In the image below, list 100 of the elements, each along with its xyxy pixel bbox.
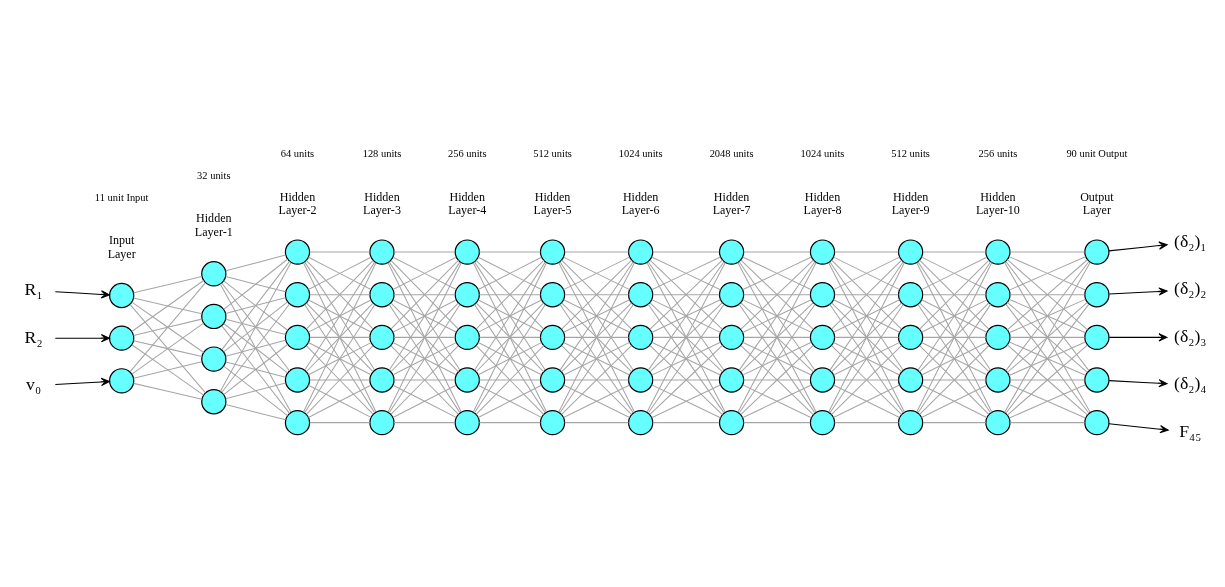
- connector: [834, 336, 900, 338]
- connector: [922, 422, 987, 424]
- connector: [1006, 344, 1088, 416]
- connector: [304, 261, 376, 371]
- connector: [651, 256, 721, 291]
- connector: [133, 340, 203, 357]
- connector: [652, 336, 720, 338]
- node-circle: [897, 409, 924, 436]
- connector: [743, 422, 811, 424]
- connector: [1009, 422, 1086, 424]
- connector: [309, 422, 371, 424]
- node-text: R₁: [24, 279, 43, 300]
- connector: [131, 301, 205, 353]
- node-circle: [809, 239, 836, 265]
- node-circle: [109, 368, 135, 394]
- connector: [129, 282, 206, 373]
- connector: [390, 345, 459, 415]
- arrow: [1108, 241, 1168, 252]
- node-circle: [284, 324, 311, 351]
- label: Hidden Layer-5: [533, 189, 572, 218]
- node-text: (δ₂)₃: [1174, 325, 1207, 346]
- connector: [559, 303, 634, 414]
- label: Hidden Layer-8: [803, 189, 842, 218]
- node-circle: [109, 282, 135, 309]
- node-circle: [985, 367, 1011, 393]
- arrow: [1108, 333, 1168, 342]
- node-circle: [109, 325, 135, 351]
- connector: [223, 301, 289, 353]
- node-circle: [718, 367, 745, 393]
- arrow: [1108, 379, 1168, 388]
- connector: [921, 256, 988, 291]
- connector: [306, 260, 374, 330]
- connector: [1008, 298, 1086, 334]
- node-circle: [1084, 409, 1110, 436]
- connector: [563, 341, 631, 376]
- node-circle: [539, 367, 566, 393]
- node-circle: [985, 282, 1011, 308]
- connector: [738, 303, 816, 414]
- node-circle: [1084, 239, 1110, 265]
- connector: [392, 299, 457, 333]
- node-circle: [1084, 367, 1110, 393]
- connector: [392, 342, 457, 376]
- node-circle: [1084, 324, 1110, 351]
- connector: [473, 304, 546, 414]
- node-text: v₀: [26, 374, 42, 395]
- connector: [1004, 261, 1091, 413]
- connector: [831, 302, 902, 373]
- connector: [393, 422, 456, 424]
- node-circle: [454, 367, 480, 393]
- connector: [1008, 341, 1086, 376]
- connector: [833, 384, 901, 419]
- label: 128 units: [362, 148, 402, 160]
- node-circle: [628, 409, 654, 436]
- connector: [919, 302, 990, 373]
- label: 256 units: [447, 148, 487, 160]
- node-circle: [454, 324, 480, 351]
- node-circle: [718, 409, 745, 436]
- connector: [478, 251, 541, 253]
- connector: [392, 256, 457, 290]
- connector: [133, 382, 203, 400]
- connector: [225, 382, 287, 400]
- connector: [647, 303, 725, 414]
- connector: [477, 299, 542, 333]
- connector: [563, 256, 631, 291]
- connector: [742, 256, 812, 291]
- connector: [921, 299, 988, 333]
- label: Hidden Layer-7: [712, 189, 751, 218]
- node-circle: [201, 346, 227, 372]
- connector: [743, 251, 811, 253]
- label: 1024 units: [618, 148, 663, 160]
- connector: [651, 384, 721, 419]
- connector: [477, 384, 542, 418]
- connector: [1009, 251, 1086, 253]
- connector: [1009, 336, 1086, 338]
- node-circle: [201, 389, 227, 415]
- node-circle: [539, 409, 566, 436]
- connector: [831, 345, 902, 415]
- connector: [1009, 294, 1086, 296]
- connector: [306, 345, 374, 415]
- connector: [651, 299, 721, 333]
- connector: [307, 299, 372, 333]
- connector: [561, 302, 632, 373]
- connector: [652, 422, 720, 424]
- connector: [475, 345, 545, 415]
- connector: [1005, 260, 1090, 372]
- node-circle: [985, 239, 1011, 265]
- node-circle: [284, 367, 311, 393]
- node-text: F₄₅: [1179, 420, 1202, 441]
- connector: [223, 280, 289, 331]
- node-circle: [201, 261, 227, 287]
- node-circle: [284, 409, 311, 436]
- connector: [833, 299, 901, 333]
- label: 32 units: [197, 170, 231, 182]
- connector: [652, 251, 720, 253]
- connector: [477, 256, 542, 290]
- node-circle: [718, 324, 745, 351]
- label: Hidden Layer-6: [621, 189, 660, 218]
- node-circle: [809, 282, 836, 308]
- connector: [919, 259, 990, 330]
- label: Hidden Layer-1: [194, 211, 233, 239]
